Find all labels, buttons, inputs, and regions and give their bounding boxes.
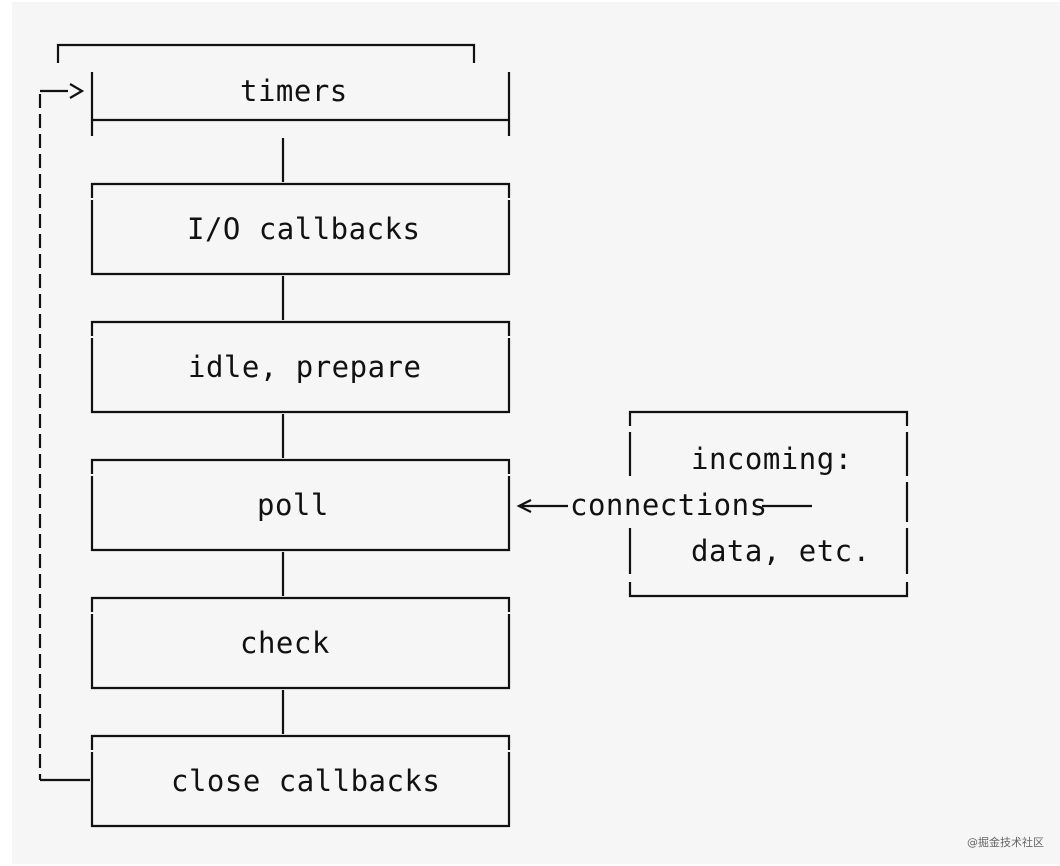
phase-label-timers: timers — [240, 74, 348, 108]
phase-box-poll — [90, 458, 511, 552]
phase-box-timers — [90, 72, 511, 136]
connections-arrow — [516, 499, 812, 513]
phase-box-io-callbacks — [90, 182, 511, 276]
watermark: @掘金技术社区 — [967, 836, 1044, 849]
connections-label: connections — [570, 488, 768, 522]
phase-label-idle-prepare: idle, prepare — [188, 350, 422, 384]
incoming-box — [628, 410, 909, 598]
timers-top-bracket — [56, 43, 476, 63]
phase-label-check: check — [240, 626, 330, 660]
incoming-label: incoming: — [691, 442, 853, 476]
phase-label-close-callbacks: close callbacks — [171, 764, 441, 798]
phase-label-poll: poll — [257, 488, 329, 522]
phase-box-check — [90, 596, 511, 690]
phase-label-io-callbacks: I/O callbacks — [187, 212, 421, 246]
diagram-canvas: timers I/O callbacks idle, prepare poll … — [12, 2, 1060, 864]
event-loop-diagram — [38, 43, 909, 828]
loop-back-arrow — [38, 83, 90, 782]
phase-box-close-callbacks — [90, 734, 511, 828]
incoming-data-label: data, etc. — [691, 534, 871, 568]
phase-box-idle-prepare — [90, 320, 511, 414]
